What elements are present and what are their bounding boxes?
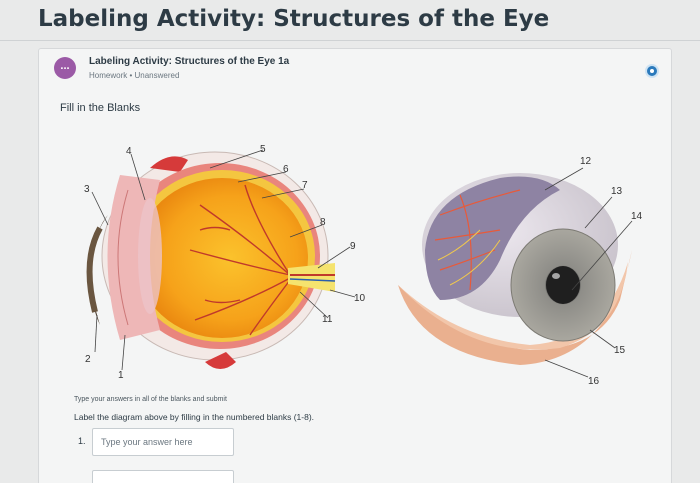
answer-input-1[interactable]	[92, 428, 234, 456]
question-title[interactable]: Labeling Activity: Structures of the Eye…	[89, 56, 290, 67]
question-type-icon: ...	[54, 57, 76, 79]
section-label: Fill in the Blanks	[60, 102, 141, 114]
answer-input-2[interactable]	[92, 470, 234, 483]
submit-instructions: Type your answers in all of the blanks a…	[74, 396, 227, 403]
status-dot-icon[interactable]	[645, 64, 659, 78]
question-meta: Homework • Unanswered	[89, 71, 180, 80]
blank-number: 1.	[78, 436, 86, 446]
page-title: Labeling Activity: Structures of the Eye	[38, 6, 550, 32]
question-prompt: Label the diagram above by filling in th…	[74, 412, 315, 422]
title-divider	[0, 40, 700, 41]
